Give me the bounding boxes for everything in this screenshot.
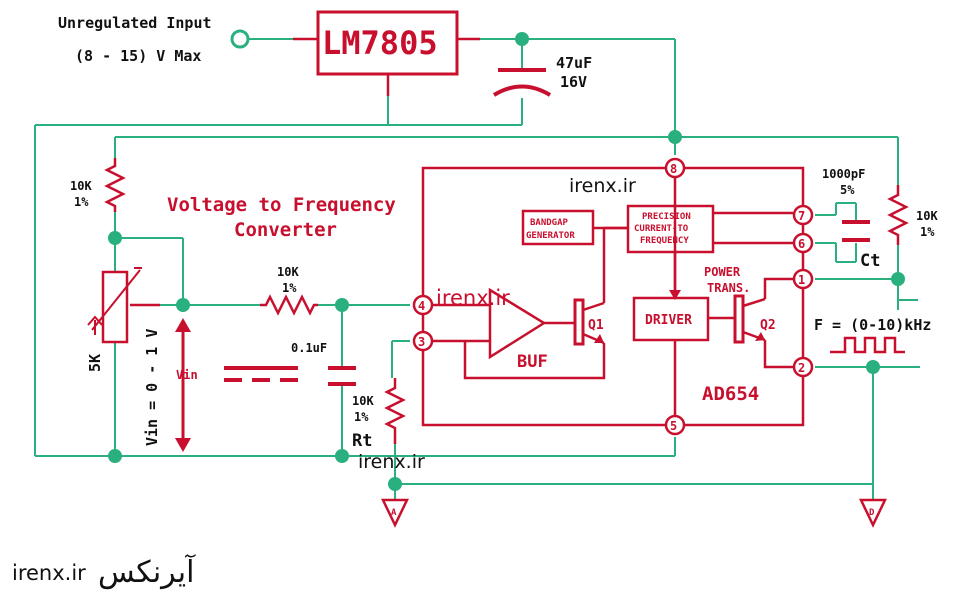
cap-47uf-curve — [492, 84, 552, 97]
pcf-line2: CURRENT-TO — [634, 224, 689, 234]
input-label-line2: (8 - 15) V Max — [75, 47, 201, 65]
vin-label: Vin — [176, 368, 198, 382]
ground-a-icon — [381, 498, 409, 528]
res-top-left-tol: 1% — [74, 195, 89, 209]
brand-persian: آیرنکس — [98, 554, 196, 590]
driver-label: DRIVER — [645, 313, 692, 328]
pin-5-label: 5 — [670, 419, 677, 433]
pcf-line3: FREQUENCY — [640, 236, 689, 246]
ct-value-label: 1000pF — [822, 167, 865, 181]
res-input-tol: 1% — [282, 281, 297, 295]
chip-label: AD654 — [702, 383, 759, 405]
power-line2: TRANS. — [707, 281, 750, 295]
rt-name-label: Rt — [352, 431, 372, 451]
title-line1: Voltage to Frequency — [167, 194, 396, 216]
pin-3-label: 3 — [418, 335, 425, 349]
freq-output-label: F = (0-10)kHz — [814, 316, 931, 334]
q1-label: Q1 — [588, 318, 604, 333]
pin-1-label: 1 — [798, 273, 805, 287]
cap-value-label: 47uF — [556, 54, 592, 72]
resistor-right — [887, 185, 909, 245]
bandgap-line2: GENERATOR — [526, 231, 575, 241]
cap-filter-label: 0.1uF — [291, 341, 327, 355]
watermark-2: irenx.ir — [436, 286, 510, 310]
rt-value-label: 10K — [352, 394, 374, 408]
resistor-rt — [384, 378, 406, 444]
junction-dots — [108, 32, 905, 491]
vin-range-label: Vin = 0 - 1 V — [143, 329, 161, 446]
resistor-input — [260, 294, 318, 316]
ground-symbols — [381, 498, 887, 528]
q2-label: Q2 — [760, 318, 776, 333]
res-top-left-value: 10K — [70, 179, 92, 193]
potentiometer — [101, 270, 129, 344]
resistor-top-left — [104, 158, 126, 212]
wires — [34, 38, 920, 500]
ct-tol-label: 5% — [840, 183, 855, 197]
pin-4-label: 4 — [418, 299, 425, 313]
power-line1: POWER — [704, 265, 741, 279]
res-input-value: 10K — [277, 265, 299, 279]
pin-8-label: 8 — [670, 162, 677, 176]
watermark-1: irenx.ir — [569, 175, 636, 197]
pcf-line1: PRECISION — [642, 212, 691, 222]
pins — [412, 157, 814, 436]
rt-tol-label: 1% — [354, 410, 369, 424]
pin-2-label: 2 — [798, 361, 805, 375]
buf-label: BUF — [517, 352, 548, 372]
ground-d-label: D — [869, 508, 875, 518]
title-line2: Converter — [234, 219, 337, 241]
ground-a-label: A — [391, 508, 397, 518]
input-terminal — [230, 29, 250, 49]
input-label-line1: Unregulated Input — [58, 14, 212, 32]
watermark-3: irenx.ir — [358, 451, 425, 473]
pin-6-label: 6 — [798, 237, 805, 251]
components — [87, 10, 909, 452]
regulator-label: LM7805 — [322, 24, 438, 62]
bandgap-line1: BANDGAP — [530, 218, 569, 228]
buffer-opamp — [488, 287, 547, 360]
pot-value-label: 5K — [86, 354, 104, 372]
res-right-tol: 1% — [920, 225, 935, 239]
square-wave — [830, 336, 905, 354]
text-labels: Unregulated Input (8 - 15) V Max LM7805 … — [12, 14, 938, 590]
res-right-value: 10K — [916, 209, 938, 223]
pin-7-label: 7 — [798, 209, 805, 223]
ct-name-label: Ct — [860, 251, 880, 271]
cap-voltage-label: 16V — [560, 73, 587, 91]
brand-latin: irenx.ir — [12, 561, 86, 585]
ground-d-icon — [859, 498, 887, 528]
